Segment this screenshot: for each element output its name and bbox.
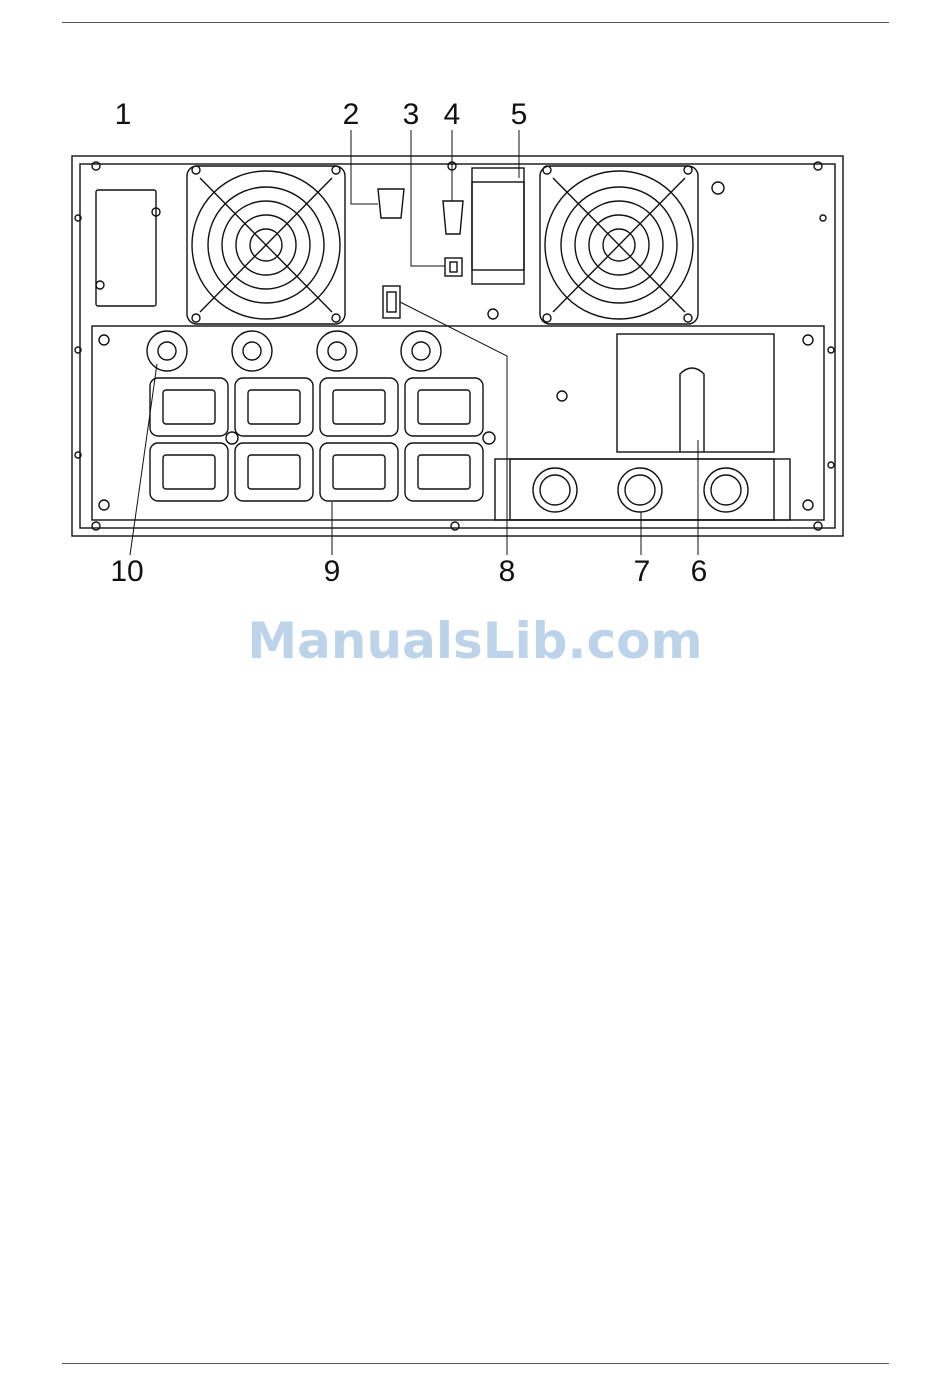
callout-8: 8 <box>499 555 516 588</box>
watermark: ManualsLib.com <box>0 612 950 670</box>
rear-panel-diagram: 1 2 3 4 5 6 7 8 9 10 <box>0 90 950 600</box>
callout-2: 2 <box>343 98 360 131</box>
input-cover <box>617 334 774 452</box>
breakers <box>147 331 441 371</box>
callout-1: 1 <box>115 98 132 131</box>
callout-7: 7 <box>634 555 651 588</box>
header-rule <box>62 22 889 23</box>
output-sockets <box>150 378 483 501</box>
card-slot <box>472 168 524 284</box>
callout-9: 9 <box>324 555 341 588</box>
fan-right <box>540 166 698 324</box>
lower-panel <box>92 326 824 520</box>
footer-rule <box>62 1363 889 1364</box>
callout-4: 4 <box>444 98 461 131</box>
fan-left <box>187 166 345 324</box>
chassis-inner-outline <box>80 164 835 528</box>
rs232-port <box>378 189 404 218</box>
callout-3: 3 <box>403 98 420 131</box>
option-slot <box>96 190 156 306</box>
usb-port <box>445 258 462 276</box>
epo-port <box>383 286 400 318</box>
callout-10: 10 <box>110 555 143 588</box>
callout-6: 6 <box>691 555 708 588</box>
callout-5: 5 <box>511 98 528 131</box>
db-port <box>443 201 463 234</box>
screws <box>75 162 834 530</box>
